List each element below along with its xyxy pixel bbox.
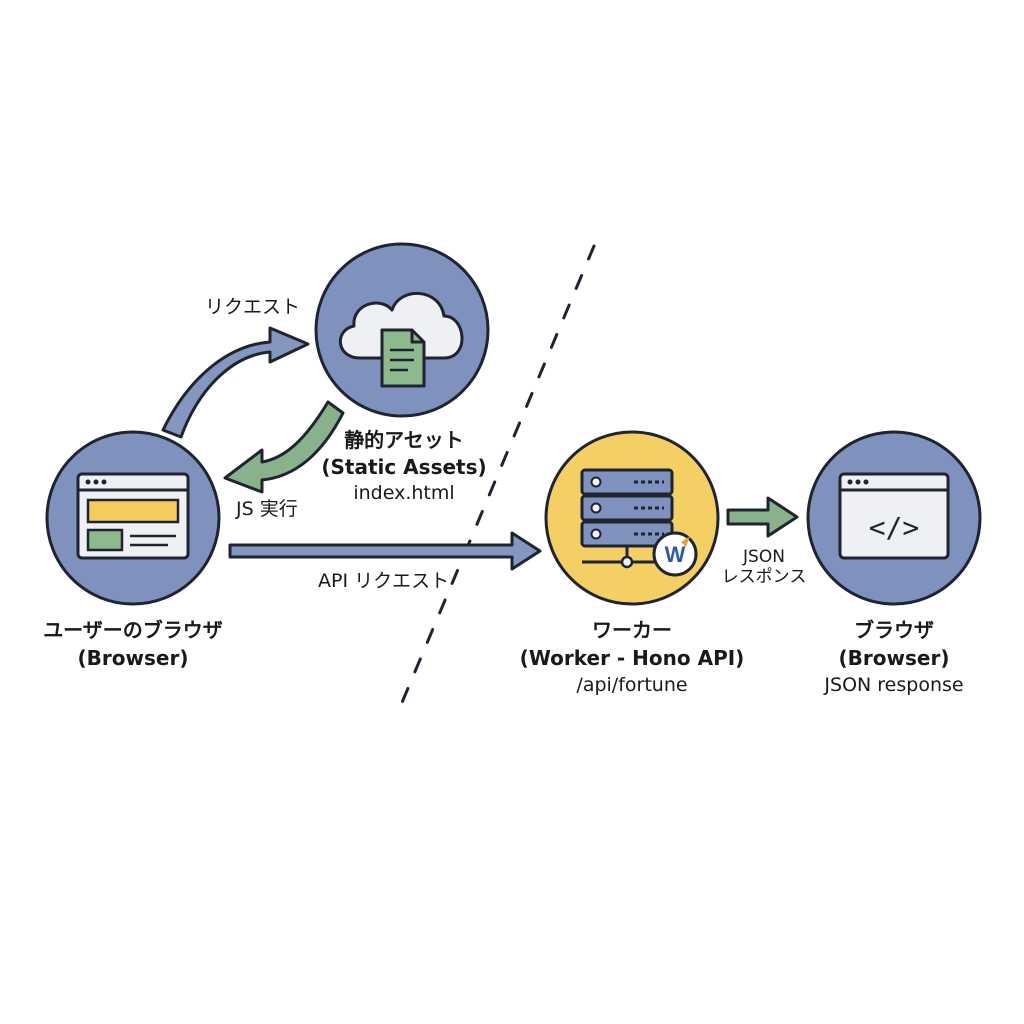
json-response-label-line1: JSON [743, 547, 785, 567]
result-browser-subtitle: (Browser) [838, 646, 950, 670]
user-browser-title: ユーザーのブラウザ [43, 618, 223, 642]
node-static-assets [314, 242, 490, 418]
boundary-divider [396, 244, 596, 714]
node-user-browser [45, 430, 221, 606]
api-request-label: API リクエスト [318, 570, 450, 592]
static-assets-caption: 静的アセット (Static Assets) index.html [316, 428, 492, 505]
json-response-label: JSON レスポンス [716, 547, 812, 588]
worker-title: ワーカー [592, 618, 672, 642]
api-request-arrow [228, 531, 542, 571]
code-glyph: </> [869, 511, 920, 544]
worker-caption: ワーカー (Worker - Hono API) /api/fortune [512, 618, 752, 697]
request-arrow [161, 326, 310, 439]
node-worker: W [544, 430, 720, 606]
cloud-document-icon [338, 292, 464, 388]
badge-letter: W [665, 542, 686, 567]
hono-logo-badge-icon: W [652, 531, 698, 577]
result-browser-caption: ブラウザ (Browser) JSON response [800, 618, 988, 697]
static-assets-title: 静的アセット [344, 428, 464, 452]
user-browser-subtitle: (Browser) [77, 646, 189, 670]
user-browser-caption: ユーザーのブラウザ (Browser) [20, 618, 246, 670]
static-assets-detail: index.html [353, 482, 455, 504]
worker-detail: /api/fortune [576, 674, 688, 696]
static-assets-subtitle: (Static Assets) [321, 455, 487, 479]
node-result-browser: </> [806, 430, 982, 606]
js-exec-arrow [223, 400, 345, 494]
browser-window-icon [76, 472, 190, 560]
json-response-label-line2: レスポンス [721, 567, 807, 588]
server-rack-icon [580, 468, 674, 569]
js-exec-label: JS 実行 [236, 498, 298, 520]
code-window-icon: </> [838, 472, 950, 560]
json-response-arrow [726, 496, 799, 538]
result-browser-title: ブラウザ [854, 618, 934, 642]
worker-subtitle: (Worker - Hono API) [519, 646, 745, 670]
result-browser-detail: JSON response [824, 674, 964, 696]
request-label: リクエスト [205, 296, 301, 318]
